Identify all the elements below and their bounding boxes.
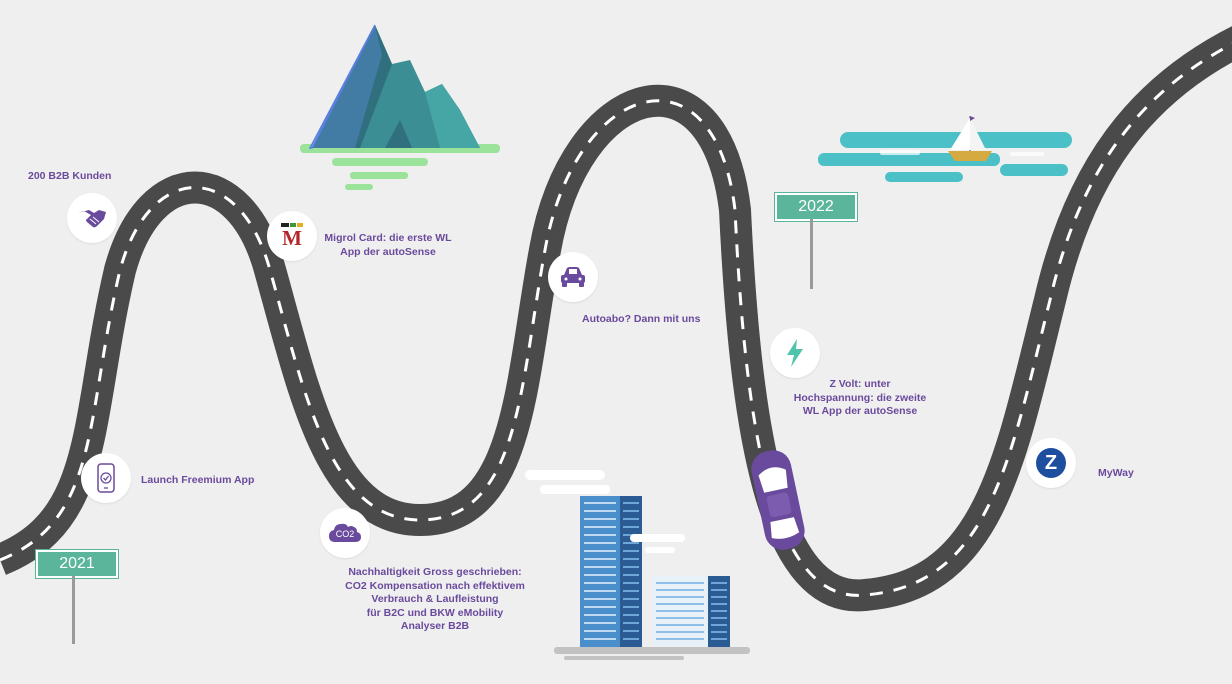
- label-line: Z Volt: unter: [829, 378, 891, 390]
- sign-post: [72, 576, 75, 644]
- milestone-myway[interactable]: Z: [1026, 438, 1076, 488]
- label-line: WL App der autoSense: [802, 405, 918, 417]
- city-buildings-illustration: [525, 470, 750, 660]
- migrol-logo-letter: M: [282, 226, 302, 250]
- milestone-label-autoabo: Autoabo? Dann mit uns: [582, 313, 701, 325]
- year-label: 2021: [59, 555, 95, 572]
- label-line: Migrol Card: die erste WL: [324, 232, 452, 244]
- migrol-logo-icon: M: [279, 223, 305, 249]
- milestone-autoabo[interactable]: [548, 252, 598, 302]
- milestone-label-myway: MyWay: [1098, 467, 1134, 479]
- year-sign-2022: 2022: [774, 192, 858, 222]
- milestone-label-b2b: 200 B2B Kunden: [28, 170, 112, 182]
- year-label: 2022: [798, 198, 834, 215]
- co2-icon-text: CO2: [335, 529, 355, 539]
- car-on-road-icon: [751, 450, 805, 550]
- milestone-label-co2: Nachhaltigkeit Gross geschrieben: CO2 Ko…: [318, 566, 552, 634]
- car-icon: [561, 267, 585, 287]
- label-line: Analyser B2B: [400, 620, 470, 632]
- sign-post: [810, 219, 813, 289]
- label-line: Verbrauch & Laufleistung: [371, 593, 499, 605]
- zurich-logo-icon: Z: [1036, 448, 1066, 478]
- milestone-b2b[interactable]: [67, 193, 117, 243]
- zurich-logo-letter: Z: [1044, 452, 1058, 474]
- milestone-label-zvolt: Z Volt: unter Hochspannung: die zweite W…: [780, 378, 940, 419]
- year-sign-2021: 2021: [35, 549, 119, 579]
- label-line: für B2C und BKW eMobility: [366, 606, 504, 619]
- handshake-icon: [78, 210, 106, 228]
- label-line: Nachhaltigkeit Gross geschrieben:: [348, 566, 522, 578]
- milestone-label-migrol: Migrol Card: die erste WL App der autoSe…: [318, 232, 458, 259]
- milestone-migrol[interactable]: M: [267, 211, 317, 261]
- co2-cloud-icon: CO2: [328, 521, 362, 545]
- lightning-icon: [787, 339, 803, 367]
- milestone-zvolt[interactable]: [770, 328, 820, 378]
- winding-road: [0, 26, 1232, 612]
- label-line: CO2 Kompensation nach effektivem: [345, 579, 525, 592]
- milestone-co2[interactable]: CO2: [320, 508, 370, 558]
- milestone-freemium[interactable]: [81, 453, 131, 503]
- smartphone-check-icon: [97, 463, 115, 493]
- label-line: Hochspannung: die zweite: [793, 391, 927, 404]
- sailboat-water-illustration: [818, 116, 1072, 182]
- mountain-illustration: [300, 24, 500, 190]
- label-line: App der autoSense: [340, 245, 436, 258]
- milestone-label-freemium: Launch Freemium App: [141, 474, 255, 486]
